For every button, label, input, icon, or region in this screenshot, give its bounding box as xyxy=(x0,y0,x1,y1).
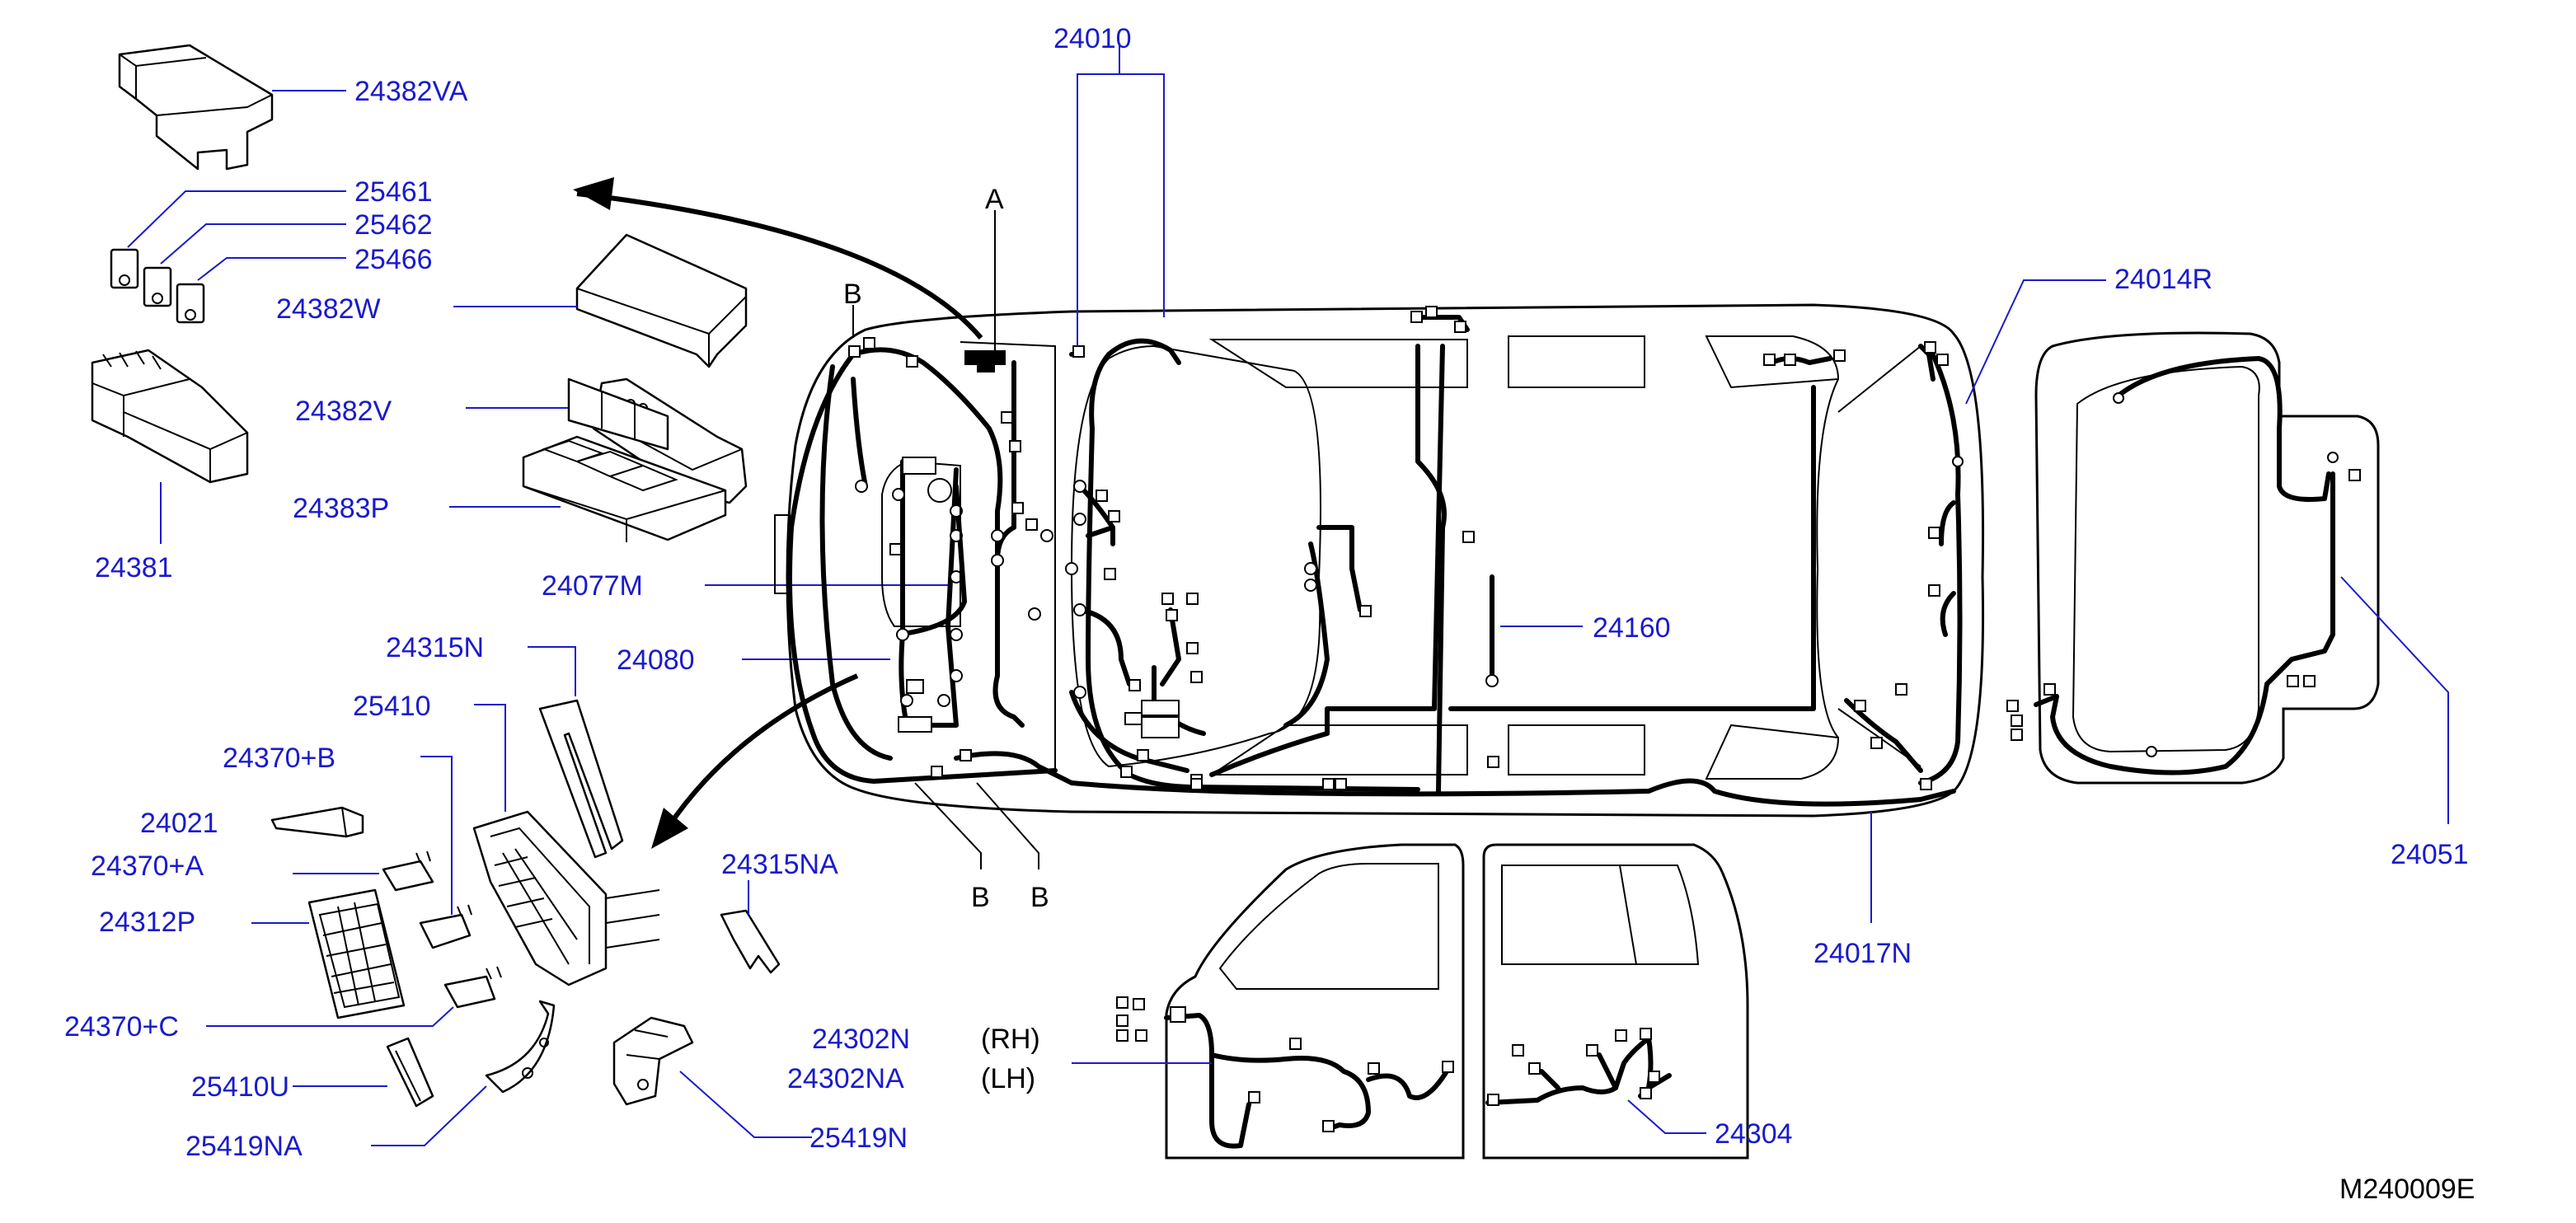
marker-B-bottom-left: B xyxy=(971,882,990,913)
label-25410U: 25410U xyxy=(191,1071,289,1103)
control-module-24077M xyxy=(881,457,961,627)
label-24382VA: 24382VA xyxy=(354,76,468,107)
label-24370B: 24370+B xyxy=(223,743,335,774)
label-lh: (LH) xyxy=(981,1063,1035,1094)
harness-bracket-24315NA xyxy=(720,909,781,974)
label-24383P: 24383P xyxy=(293,493,389,524)
label-24077M: 24077M xyxy=(542,570,643,602)
fuse-block xyxy=(91,349,249,484)
connector-A xyxy=(964,350,1006,365)
label-24051: 24051 xyxy=(2391,839,2469,870)
label-24315NA: 24315NA xyxy=(721,849,838,880)
vehicle-body-outline xyxy=(786,303,1985,818)
label-24010: 24010 xyxy=(1053,23,1132,54)
label-24381: 24381 xyxy=(95,552,173,583)
label-24080: 24080 xyxy=(617,644,695,676)
front-door-panel xyxy=(1116,843,1465,1160)
marker-B-bottom-right: B xyxy=(1030,882,1049,913)
label-24302NA: 24302NA xyxy=(787,1063,904,1094)
fuse-grid xyxy=(307,888,406,1019)
label-24017N: 24017N xyxy=(1814,938,1912,969)
label-24160: 24160 xyxy=(1593,612,1671,644)
marker-A: A xyxy=(985,184,1004,215)
relay-cover-part xyxy=(118,44,274,171)
label-25461: 25461 xyxy=(354,176,433,208)
relay-25461 xyxy=(110,248,139,289)
rear-hatch-panel xyxy=(2006,331,2380,785)
mounting-bracket-25419NA xyxy=(485,1000,556,1094)
label-24370C: 24370+C xyxy=(64,1011,179,1043)
harness-grommets xyxy=(855,456,1964,707)
drawing-id: M240009E xyxy=(2339,1174,2475,1205)
fuse-clip-24370B xyxy=(419,904,472,949)
label-24304: 24304 xyxy=(1715,1118,1793,1150)
label-25419N: 25419N xyxy=(809,1122,908,1154)
marker-B-top: B xyxy=(843,279,862,310)
callout-arrows xyxy=(573,177,983,849)
fuse-24021 xyxy=(270,806,364,838)
rear-door-panel xyxy=(1482,843,1749,1160)
label-24382W: 24382W xyxy=(276,293,381,325)
label-25466: 25466 xyxy=(354,244,433,275)
label-25419NA: 25419NA xyxy=(185,1131,303,1162)
relay-25462 xyxy=(143,266,172,307)
fuse-holder-25410U xyxy=(386,1037,434,1108)
label-24382V: 24382V xyxy=(295,396,392,427)
harness-clip xyxy=(774,514,791,594)
label-24014R: 24014R xyxy=(2114,264,2212,295)
relay-25466 xyxy=(176,283,205,324)
label-rh: (RH) xyxy=(981,1024,1040,1055)
harness-bracket xyxy=(538,699,624,859)
fuse-box-cover xyxy=(575,233,748,368)
mounting-bracket-25419N xyxy=(612,1016,694,1106)
harness-connectors xyxy=(848,306,1949,790)
label-25462: 25462 xyxy=(354,209,433,241)
fuse-panel xyxy=(472,810,660,986)
fuse-clip-24370A xyxy=(382,850,434,892)
label-24370A: 24370+A xyxy=(91,850,204,882)
label-25410: 25410 xyxy=(353,691,431,722)
label-24021: 24021 xyxy=(140,808,218,839)
label-24315N: 24315N xyxy=(386,632,484,663)
label-24312P: 24312P xyxy=(99,907,195,938)
label-24302N: 24302N xyxy=(812,1024,910,1055)
fuse-clip-24370C xyxy=(443,966,502,1009)
relay-box xyxy=(522,377,727,542)
